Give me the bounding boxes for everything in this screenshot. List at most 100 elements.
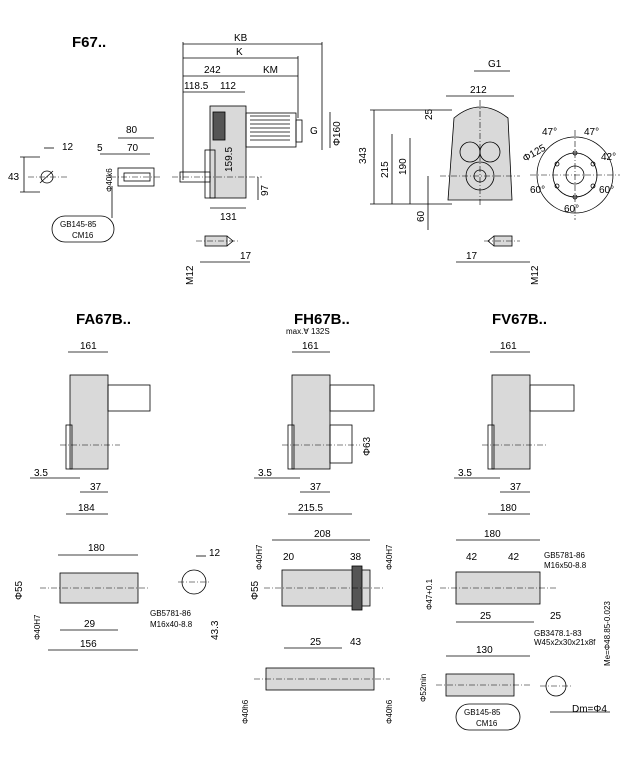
dim-25-fh: 25	[310, 637, 322, 648]
dim-43-3: 43.3	[210, 620, 221, 640]
dim-d40k6: Φ40k6	[105, 168, 114, 192]
dim-k: K	[236, 47, 243, 58]
std-gb5781-fa: GB5781-86	[150, 609, 191, 618]
std-gb3478: GB3478.1-83	[534, 629, 582, 638]
dim-159-5: 159.5	[224, 147, 235, 172]
dim-60: 60	[416, 210, 427, 222]
dim-215: 215	[380, 161, 391, 178]
angle-60-right: 60°	[599, 185, 614, 196]
dim-d40h6-fh-a: Φ40h6	[241, 699, 250, 724]
angle-60-bottom: 60°	[564, 204, 579, 215]
dim-343: 343	[358, 147, 369, 164]
dim-215-5: 215.5	[298, 503, 323, 514]
dim-d40h6-fh-b: Φ40h6	[385, 699, 394, 724]
dim-17-left: 17	[240, 251, 252, 262]
dim-42-b: 42	[508, 552, 520, 563]
dim-12-fa: 12	[209, 548, 221, 559]
std-w45: W45x2x30x21x8f	[534, 638, 596, 647]
dim-180-fa: 180	[88, 543, 105, 554]
std-cm16: CM16	[72, 231, 94, 240]
dim-37-fv: 37	[510, 482, 522, 493]
dim-156: 156	[80, 639, 97, 650]
angle-42: 42°	[601, 152, 616, 163]
dim-17-right: 17	[466, 251, 478, 262]
std-cm16-fv: CM16	[476, 719, 498, 728]
fh67b-view: 161 Φ63 3.5 37 215.5	[254, 341, 375, 515]
dim-km: KM	[263, 65, 278, 76]
dim-d63: Φ63	[362, 436, 373, 456]
dim-dm: Dm=Φ4	[572, 704, 607, 715]
dim-d160: Φ160	[332, 121, 343, 146]
f67-shaft-end-view: 43 12	[8, 142, 74, 193]
fa67b-hollow-shaft: 180 Φ55 Φ40H7 29 156 12 43.3 GB5781-86 M…	[14, 543, 221, 651]
dim-g: G	[310, 126, 318, 137]
dim-d125: Φ125	[521, 143, 548, 165]
dim-me: Me=Φ48.85-0.023	[603, 601, 612, 666]
dim-130: 130	[476, 645, 493, 656]
fh67b-note: max.∀ 132S	[286, 327, 330, 336]
dim-d40h7-fh-a: Φ40H7	[255, 544, 264, 570]
dim-25-fv-b: 25	[550, 611, 562, 622]
dim-5: 5	[97, 143, 103, 154]
std-gb5781-fv: GB5781-86	[544, 551, 585, 560]
dim-161-fv: 161	[500, 341, 517, 352]
std-m16x50: M16x50-8.8	[544, 561, 587, 570]
dim-180-fv: 180	[484, 529, 501, 540]
dim-208: 208	[314, 529, 331, 540]
fv67b-shaft: 180 42 42 GB5781-86 M16x50-8.8 Φ47+0.1 2…	[419, 529, 612, 731]
dim-d40h7-fh-b: Φ40H7	[385, 544, 394, 570]
f67-side-view: G1 212 343 215 190 25 60 47° 47°	[358, 59, 620, 285]
dim-d55-fh: Φ55	[250, 580, 261, 600]
dim-70: 70	[127, 143, 139, 154]
std-gb145-85: GB145-85	[60, 220, 97, 229]
dim-242: 242	[204, 65, 221, 76]
dim-12: 12	[62, 142, 74, 153]
angle-47-right: 47°	[584, 127, 599, 138]
title-fv67b: FV67B..	[492, 311, 547, 328]
dim-25-fv-a: 25	[480, 611, 492, 622]
dim-37: 37	[90, 482, 102, 493]
title-fa67b: FA67B..	[76, 311, 131, 328]
dim-42-a: 42	[466, 552, 478, 563]
dim-29: 29	[84, 619, 96, 630]
dim-97: 97	[260, 184, 271, 196]
dim-kb: KB	[234, 33, 248, 44]
std-gb145-fv: GB145-85	[464, 708, 501, 717]
std-m16x40: M16x40-8.8	[150, 620, 193, 629]
dim-d47: Φ47+0.1	[425, 578, 434, 610]
dim-131: 131	[220, 212, 237, 223]
f67-shaft-side-view: 80 5 70 Φ40k6 GB145-85 CM16	[51, 125, 162, 243]
title-f67: F67..	[72, 34, 106, 51]
dim-20: 20	[283, 552, 295, 563]
dim-180-fv-top: 180	[500, 503, 517, 514]
dim-112: 112	[220, 81, 236, 92]
dim-38: 38	[350, 552, 362, 563]
title-fh67b: FH67B..	[294, 311, 350, 328]
dim-43-fh: 43	[350, 637, 362, 648]
dim-3-5: 3.5	[34, 468, 48, 479]
dim-37-fh: 37	[310, 482, 322, 493]
dim-161-fh: 161	[302, 341, 319, 352]
dim-m12-left: M12	[185, 265, 196, 285]
dim-43: 43	[8, 172, 20, 183]
dim-118-5: 118.5	[184, 81, 209, 92]
dim-g1: G1	[488, 59, 502, 70]
dim-3-5-fh: 3.5	[258, 468, 272, 479]
dim-d52: Φ52min	[419, 674, 428, 702]
dim-25: 25	[424, 108, 435, 120]
fa67b-view: 161 3.5 37 184	[30, 341, 151, 515]
dim-184: 184	[78, 503, 95, 514]
dim-80: 80	[126, 125, 138, 136]
dim-3-5-fv: 3.5	[458, 468, 472, 479]
angle-60-left: 60°	[530, 185, 545, 196]
f67-gearmotor-front: KB K 242 KM 118.5 112 G Φ160 159.5 97 13…	[172, 33, 343, 285]
dim-m12-right: M12	[530, 265, 541, 285]
dim-d40h7-fa: Φ40H7	[33, 614, 42, 640]
dim-d55-fa: Φ55	[14, 580, 25, 600]
dim-161: 161	[80, 341, 97, 352]
dim-212: 212	[470, 85, 487, 96]
fv67b-view: 161 3.5 37 180	[454, 341, 575, 515]
fh67b-shaft: 208 20 38 Φ40H7 Φ40H7 Φ55 25 43 Φ40h6 Φ4…	[241, 529, 394, 724]
